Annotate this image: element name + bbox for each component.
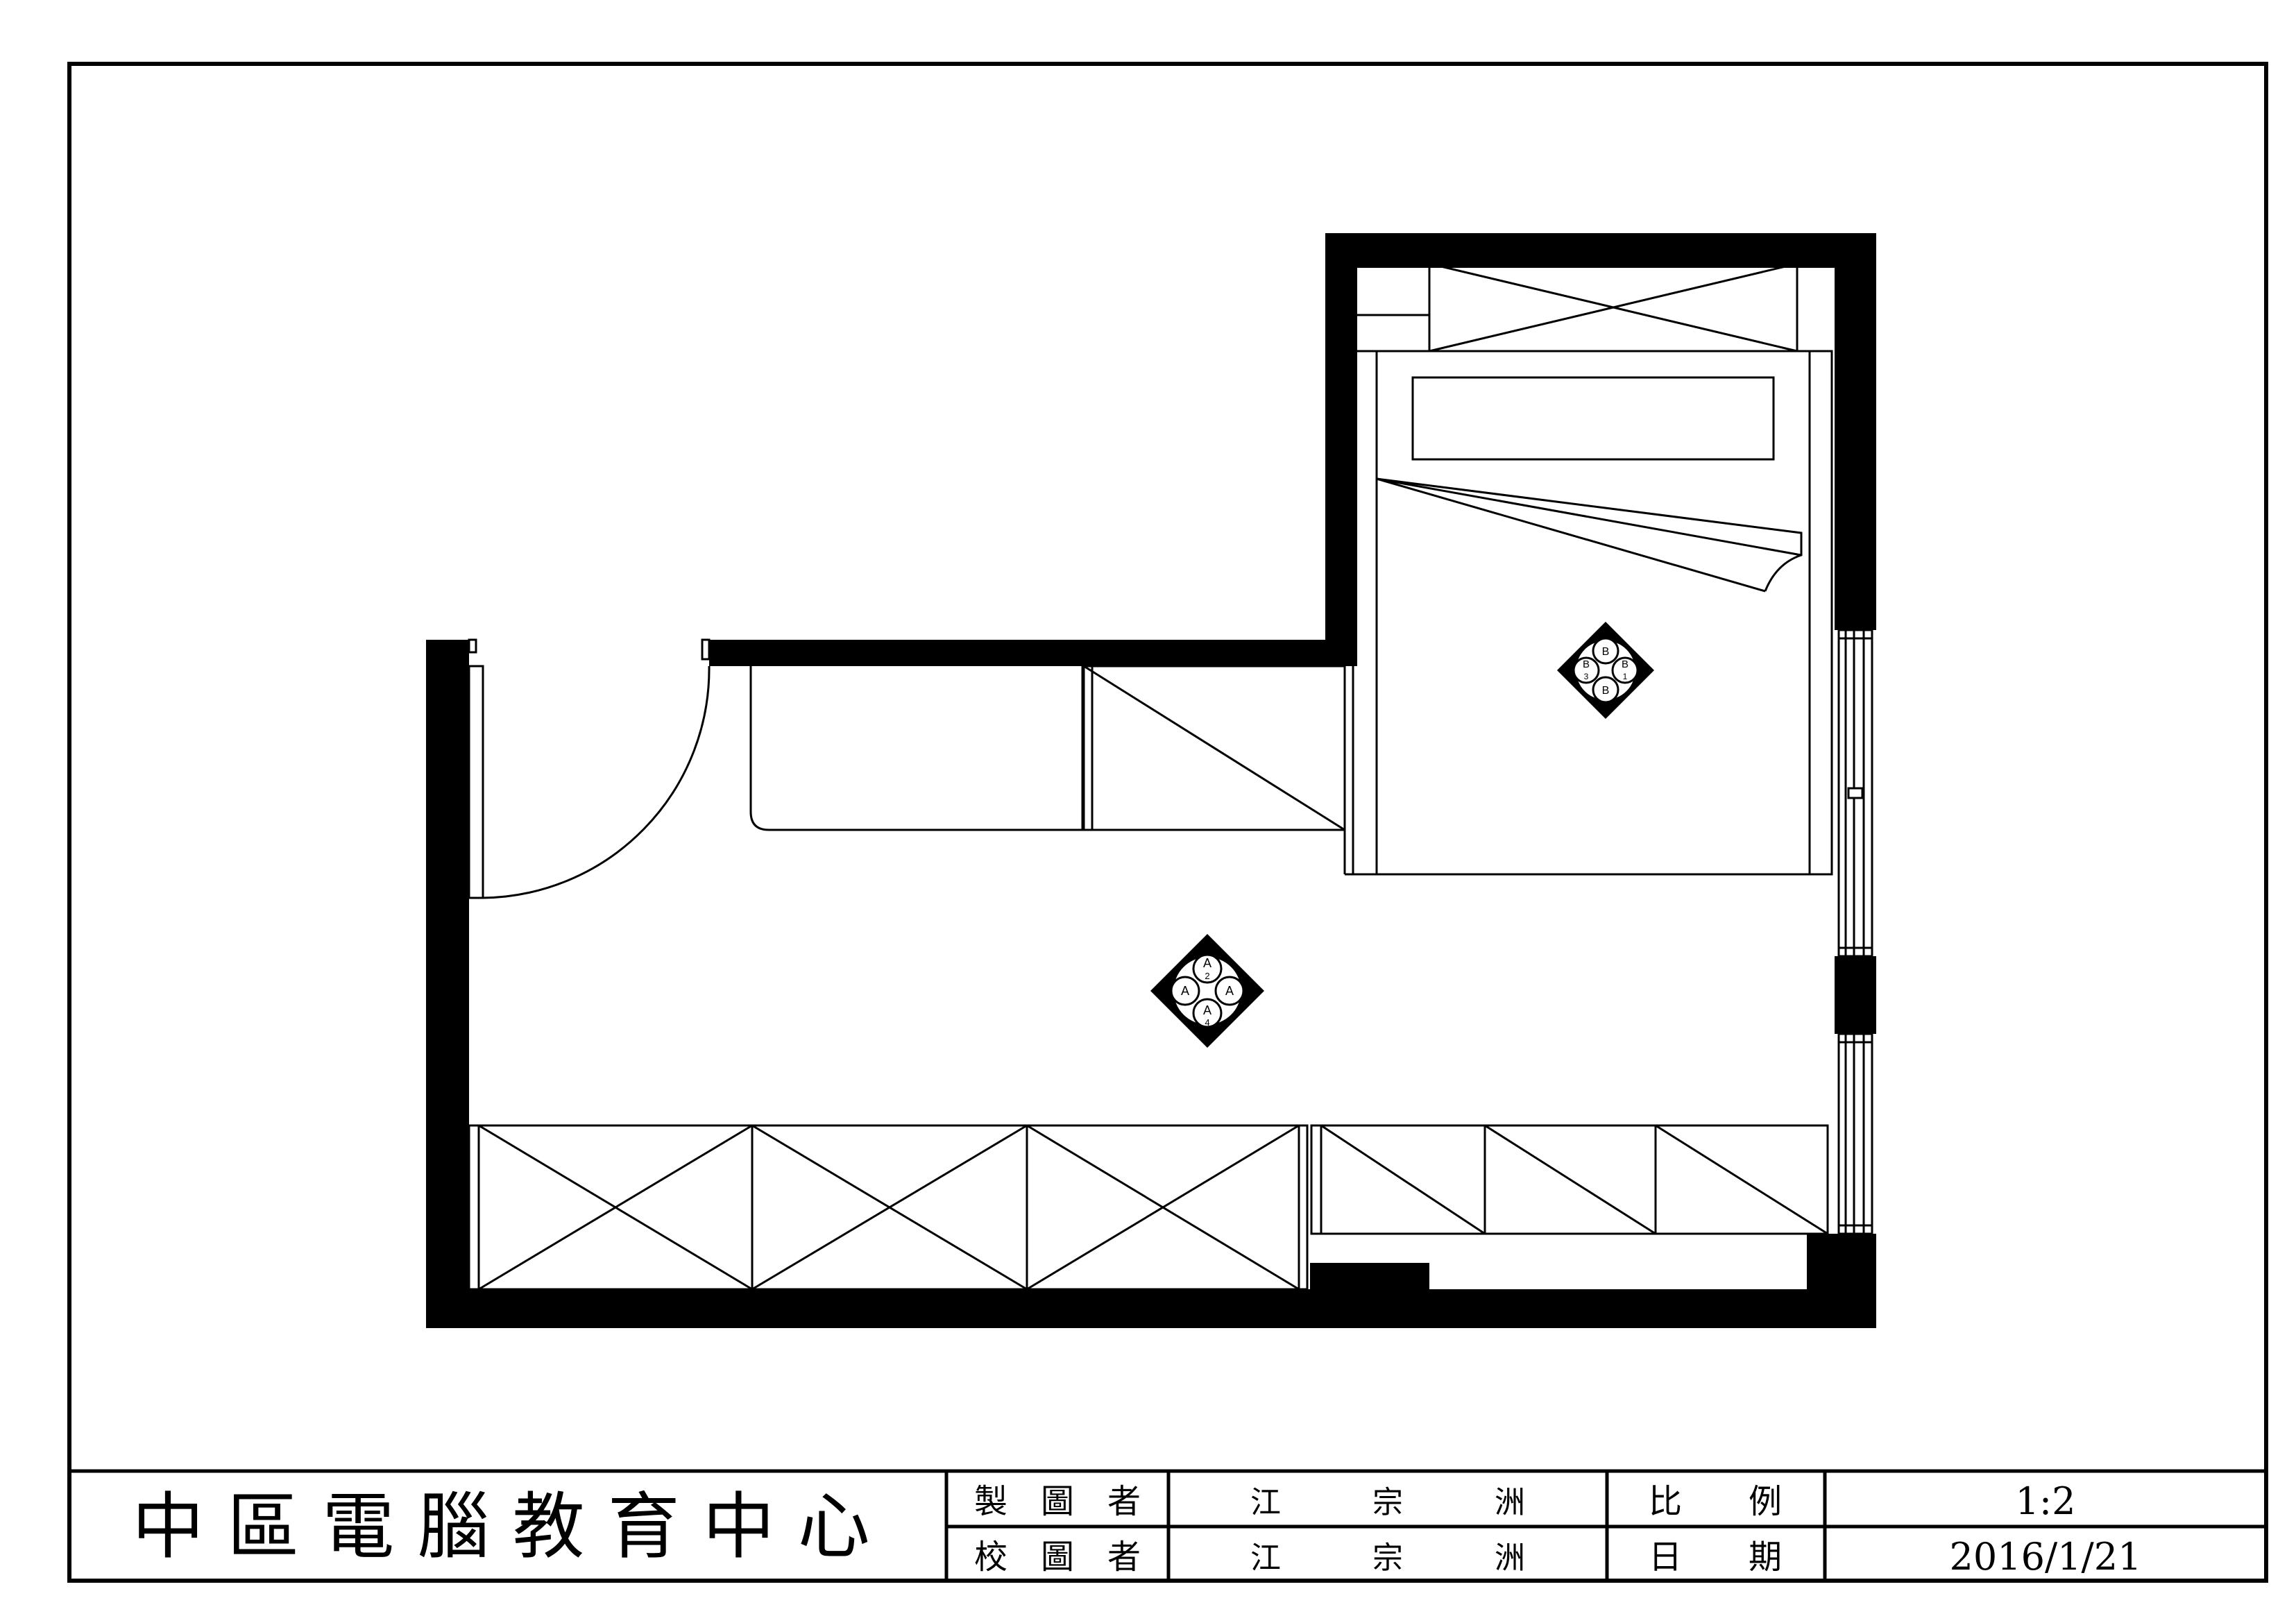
furniture [468,262,1833,1291]
windows [1837,629,1873,1235]
marker-b-right: B [1622,658,1629,670]
marker-b-top: B [1602,646,1610,658]
marker-b-bottom: B [1602,685,1610,697]
marker-b-right-num: 1 [1623,672,1628,681]
marker-a-top-num: 2 [1205,971,1209,981]
company-name: 中 區 電 腦 教 育 中 心 [132,1484,869,1569]
marker-a-bottom-num: 4 [1205,1017,1209,1028]
date-label: 日 期 [1649,1538,1782,1577]
marker-a-right: A [1225,984,1234,998]
walls [426,233,1876,1328]
marker-a-top: A [1203,956,1211,970]
drawn-by-label: 製 圖 者 [974,1482,1141,1521]
scale-label: 比 例 [1649,1482,1782,1521]
drawn-by-value: 江 宗 洲 [1250,1485,1525,1520]
window-lower [1837,1033,1873,1235]
checked-by-value: 江 宗 洲 [1250,1540,1525,1576]
bed-frame [1352,350,1833,876]
elevation-marker-b: B B 3 B 1 B [1557,622,1654,719]
wardrobe-left [468,1124,1309,1291]
checked-by-label: 校 圖 者 [974,1538,1141,1577]
desk [749,666,1084,831]
title-block [69,1469,2266,1581]
marker-a-left: A [1181,984,1189,998]
date-value: 2016/1/21 [1950,1535,2142,1579]
elevation-marker-a: A 2 A A A 4 [1150,934,1264,1048]
pillow [1411,376,1775,461]
sheet-border [67,62,2268,1583]
scale-value: 1:2 [2016,1479,2076,1523]
door [468,638,711,899]
marker-b-left-num: 3 [1584,672,1589,681]
marker-b-left: B [1583,658,1590,670]
marker-a-bottom: A [1203,1003,1211,1017]
